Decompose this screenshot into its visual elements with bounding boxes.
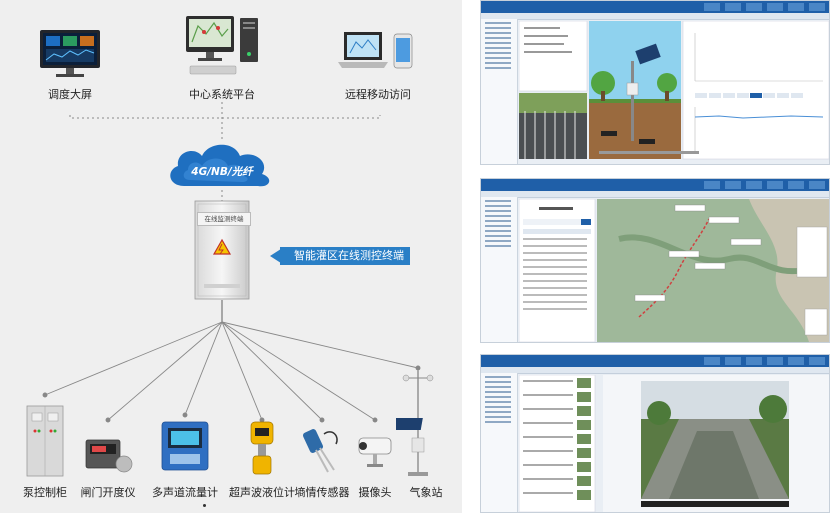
app-sidebar	[481, 373, 518, 512]
center-platform-label: 中心系统平台	[189, 88, 255, 101]
app-sidebar	[481, 197, 518, 342]
monitoring-content	[519, 21, 829, 160]
gate-meter-label: 闸门开度仪	[80, 486, 136, 499]
app-header	[481, 1, 829, 13]
topology-diagram: 调度大屏 中心系统平台 远程移动访问 4G/NB/光纤	[0, 0, 462, 513]
cloud-icon	[170, 144, 270, 187]
screenshot-monitoring	[480, 0, 830, 165]
connection-lines	[42, 102, 421, 423]
camera-label: 摄像头	[358, 486, 392, 499]
center-platform-icon	[186, 16, 258, 75]
big-screen-label: 调度大屏	[48, 88, 92, 101]
app-sidebar	[481, 19, 518, 164]
weather-station-label: 气象站	[409, 486, 443, 499]
pump-cabinet-label: 泵控制柜	[23, 486, 67, 499]
page-dot	[203, 504, 206, 507]
screenshot-video	[480, 354, 830, 513]
gate-meter-icon	[85, 439, 133, 473]
level-meter-icon	[250, 421, 274, 475]
pump-cabinet-icon	[26, 405, 64, 477]
platform-screenshots	[480, 0, 830, 513]
soil-sensor-label: 墒情传感器	[294, 486, 350, 499]
weather-station-icon	[396, 370, 434, 476]
terminal-banner: 智能灌区在线测控终端	[280, 247, 410, 265]
video-content	[519, 375, 829, 512]
remote-access-label: 远程移动访问	[345, 88, 411, 101]
camera-icon	[358, 437, 392, 467]
map-content	[519, 199, 829, 342]
app-header	[481, 179, 829, 191]
cabinet-label: 在线监测终端	[197, 212, 251, 226]
screenshot-map	[480, 178, 830, 343]
flow-meter-icon	[161, 421, 209, 471]
soil-sensor-icon	[302, 429, 338, 473]
level-meter-label: 超声波液位计	[229, 486, 295, 499]
remote-access-icon	[338, 32, 413, 69]
flow-meter-label: 多声道流量计	[152, 486, 218, 499]
app-header	[481, 355, 829, 367]
network-label: 4G/NB/光纤	[191, 166, 253, 178]
big-screen-icon	[40, 30, 100, 77]
